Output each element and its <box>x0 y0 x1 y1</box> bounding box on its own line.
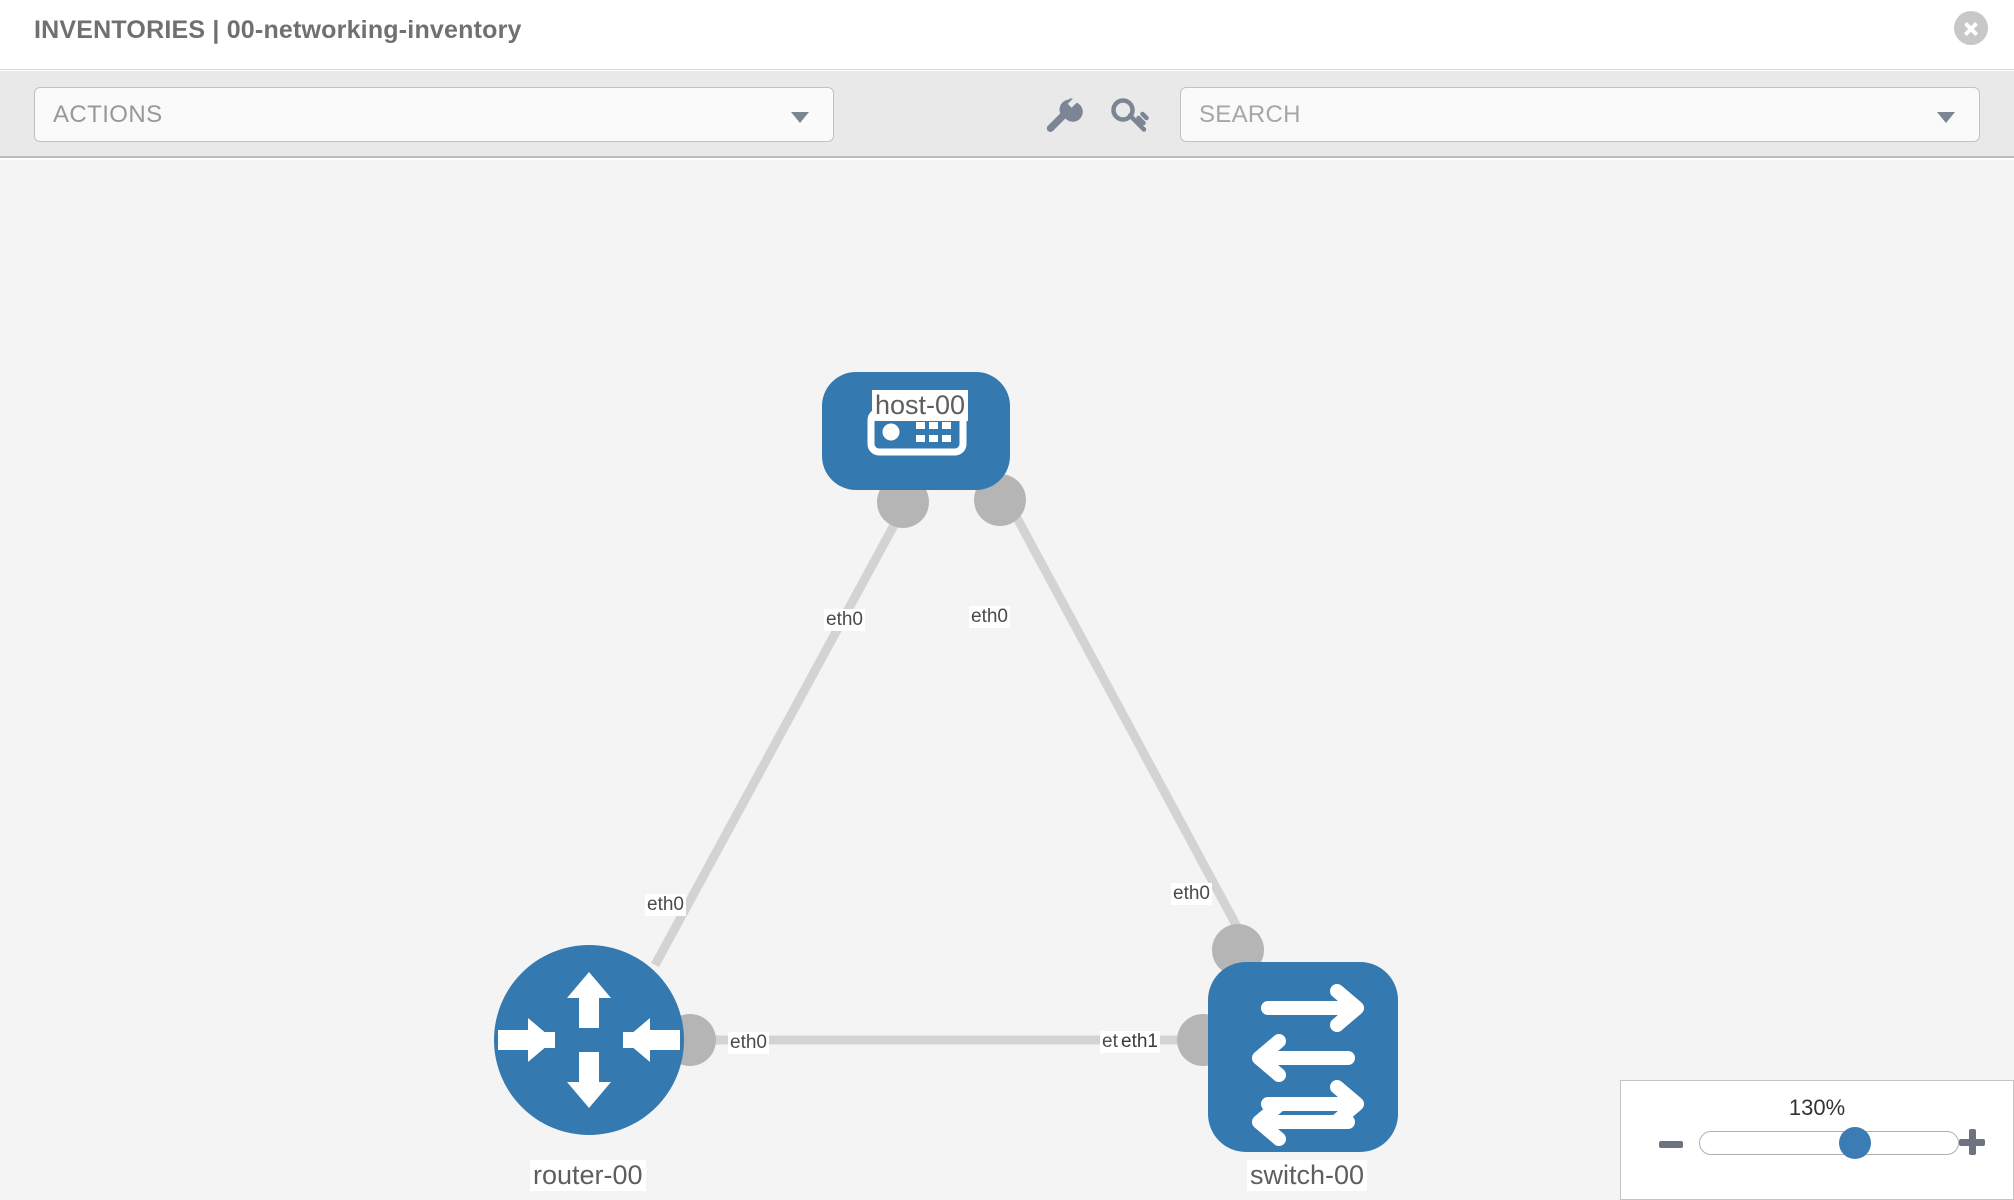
zoom-level-label: 130% <box>1788 1095 1846 1120</box>
iface-label-switch00-eth1: eth1 <box>1119 1031 1160 1053</box>
topology-canvas[interactable]: host-00 router-00 switch-00 eth0 eth0 et… <box>0 160 2014 1200</box>
topology-ports <box>664 474 1264 1066</box>
zoom-slider-track[interactable] <box>1699 1131 1959 1155</box>
plus-icon[interactable] <box>1959 1129 1985 1155</box>
actions-dropdown[interactable]: ACTIONS <box>34 87 834 142</box>
toolbar: ACTIONS SEARCH <box>0 71 2014 158</box>
router-four-arrows-icon <box>498 972 680 1108</box>
chevron-down-icon <box>791 112 809 123</box>
link-host00-router00 <box>651 502 909 968</box>
page-header: INVENTORIES | 00-networking-inventory <box>0 0 2014 70</box>
wrench-icon[interactable] <box>1040 93 1084 137</box>
switch-bidirectional-arrows-icon <box>1252 984 1364 1129</box>
iface-label-switch00-uplink: eth0 <box>1171 883 1212 905</box>
link-host00-switch00 <box>1006 502 1259 963</box>
key-icon[interactable] <box>1108 93 1152 137</box>
iface-label-host00-left: eth0 <box>824 609 865 631</box>
node-label-host-00: host-00 <box>872 390 969 421</box>
minus-icon[interactable] <box>1659 1141 1683 1148</box>
chevron-down-icon[interactable] <box>1937 112 1955 123</box>
node-label-switch-00: switch-00 <box>1247 1160 1368 1191</box>
topology-graph <box>494 372 1398 1152</box>
close-icon[interactable] <box>1954 11 1988 45</box>
topology-links <box>651 502 1300 1045</box>
page-title: INVENTORIES | 00-networking-inventory <box>34 16 522 44</box>
search-placeholder: SEARCH <box>1199 101 1301 128</box>
switch-bidirectional-arrows-icon-tail <box>1252 1098 1286 1146</box>
topology-node-router-00 <box>494 945 684 1135</box>
zoom-control-panel: 130% <box>1620 1080 2014 1200</box>
search-input[interactable]: SEARCH <box>1180 87 1980 142</box>
topology-node-switch-00 <box>1208 962 1398 1152</box>
zoom-slider-thumb[interactable] <box>1839 1127 1871 1159</box>
actions-dropdown-label: ACTIONS <box>53 101 163 128</box>
iface-label-host00-right: eth0 <box>969 606 1010 628</box>
iface-label-router00-uplink: eth0 <box>645 894 686 916</box>
node-label-router-00: router-00 <box>530 1160 646 1191</box>
iface-label-router00-eth0: eth0 <box>728 1032 769 1054</box>
